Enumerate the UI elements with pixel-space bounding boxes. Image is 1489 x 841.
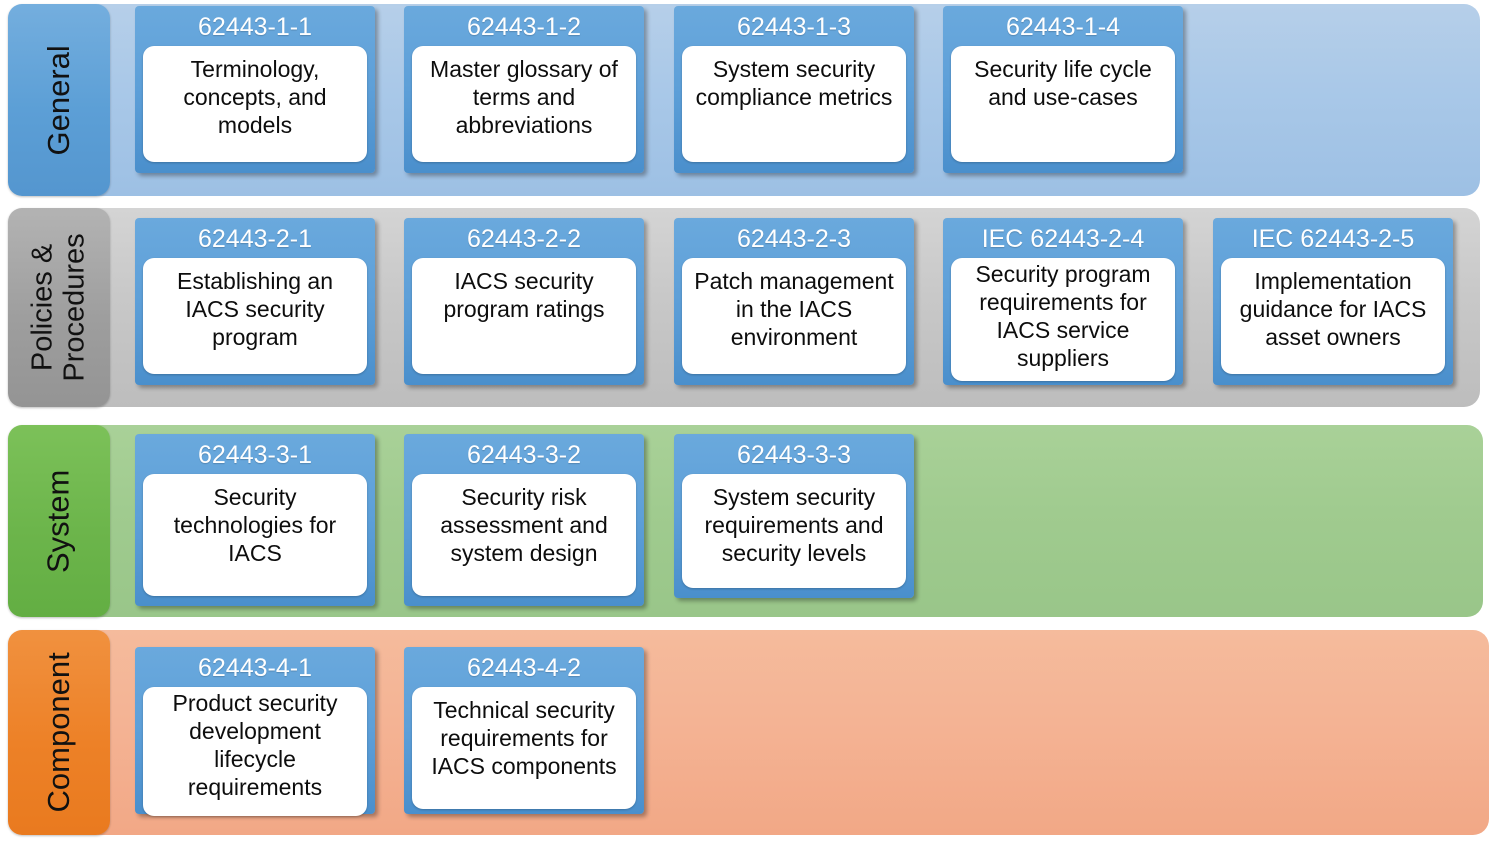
standard-title: Technical security requirements for IACS… — [412, 687, 636, 809]
standard-code: IEC 62443-2-4 — [981, 225, 1145, 253]
category-chip-component: Component — [8, 630, 110, 835]
standard-card-62443-3-2[interactable]: 62443-3-2 Security risk assessment and s… — [404, 434, 644, 606]
standard-card-62443-4-2[interactable]: 62443-4-2 Technical security requirement… — [404, 647, 644, 814]
category-label-general: General — [40, 44, 76, 156]
standard-code: 62443-1-1 — [198, 13, 312, 41]
category-chip-policies: Policies &Procedures — [8, 208, 110, 407]
standard-code: 62443-1-4 — [1006, 13, 1120, 41]
category-label-system: System — [40, 469, 76, 573]
standard-card-62443-1-3[interactable]: 62443-1-3 System security compliance met… — [674, 6, 914, 173]
standard-code: 62443-1-2 — [467, 13, 581, 41]
standard-card-62443-1-4[interactable]: 62443-1-4 Security life cycle and use-ca… — [943, 6, 1183, 173]
standard-code: 62443-2-1 — [198, 225, 312, 253]
standard-title: Security life cycle and use-cases — [951, 46, 1175, 162]
category-label-policies-line2: Procedures — [59, 233, 91, 382]
standard-code: 62443-2-3 — [737, 225, 851, 253]
standard-code: 62443-4-2 — [467, 654, 581, 682]
standard-code: 62443-3-3 — [737, 441, 851, 469]
standard-title: Master glossary of terms and abbreviatio… — [412, 46, 636, 162]
standard-code: 62443-4-1 — [198, 654, 312, 682]
standard-card-62443-3-1[interactable]: 62443-3-1 Security technologies for IACS — [135, 434, 375, 606]
standard-title: Establishing an IACS security program — [143, 258, 367, 374]
standard-code: 62443-2-2 — [467, 225, 581, 253]
standard-card-62443-2-3[interactable]: 62443-2-3 Patch management in the IACS e… — [674, 218, 914, 385]
standard-title: Security program requirements for IACS s… — [951, 258, 1175, 381]
standard-card-62443-1-1[interactable]: 62443-1-1 Terminology, concepts, and mod… — [135, 6, 375, 173]
category-label-component: Component — [40, 652, 76, 813]
standard-title: Security risk assessment and system desi… — [412, 474, 636, 596]
standard-title: Patch management in the IACS environment — [682, 258, 906, 374]
standard-title: IACS security program ratings — [412, 258, 636, 374]
standard-code: 62443-3-1 — [198, 441, 312, 469]
standard-code: IEC 62443-2-5 — [1251, 225, 1415, 253]
category-chip-general: General — [8, 4, 110, 196]
standard-card-62443-2-1[interactable]: 62443-2-1 Establishing an IACS security … — [135, 218, 375, 385]
standard-card-iec-62443-2-5[interactable]: IEC 62443-2-5 Implementation guidance fo… — [1213, 218, 1453, 385]
category-label-policies: Policies &Procedures — [27, 233, 92, 381]
standard-title: System security compliance metrics — [682, 46, 906, 162]
category-chip-system: System — [8, 425, 110, 617]
standard-card-62443-2-2[interactable]: 62443-2-2 IACS security program ratings — [404, 218, 644, 385]
standard-card-62443-1-2[interactable]: 62443-1-2 Master glossary of terms and a… — [404, 6, 644, 173]
standard-title: Product security development lifecycle r… — [143, 687, 367, 816]
standard-title: Security technologies for IACS — [143, 474, 367, 596]
standard-card-62443-3-3[interactable]: 62443-3-3 System security requirements a… — [674, 434, 914, 598]
standard-title: System security requirements and securit… — [682, 474, 906, 588]
standard-title: Implementation guidance for IACS asset o… — [1221, 258, 1445, 374]
standard-card-62443-4-1[interactable]: 62443-4-1 Product security development l… — [135, 647, 375, 816]
standard-title: Terminology, concepts, and models — [143, 46, 367, 162]
standard-code: 62443-3-2 — [467, 441, 581, 469]
standard-code: 62443-1-3 — [737, 13, 851, 41]
category-label-policies-line1: Policies & — [26, 243, 59, 372]
standard-card-iec-62443-2-4[interactable]: IEC 62443-2-4 Security program requireme… — [943, 218, 1183, 385]
